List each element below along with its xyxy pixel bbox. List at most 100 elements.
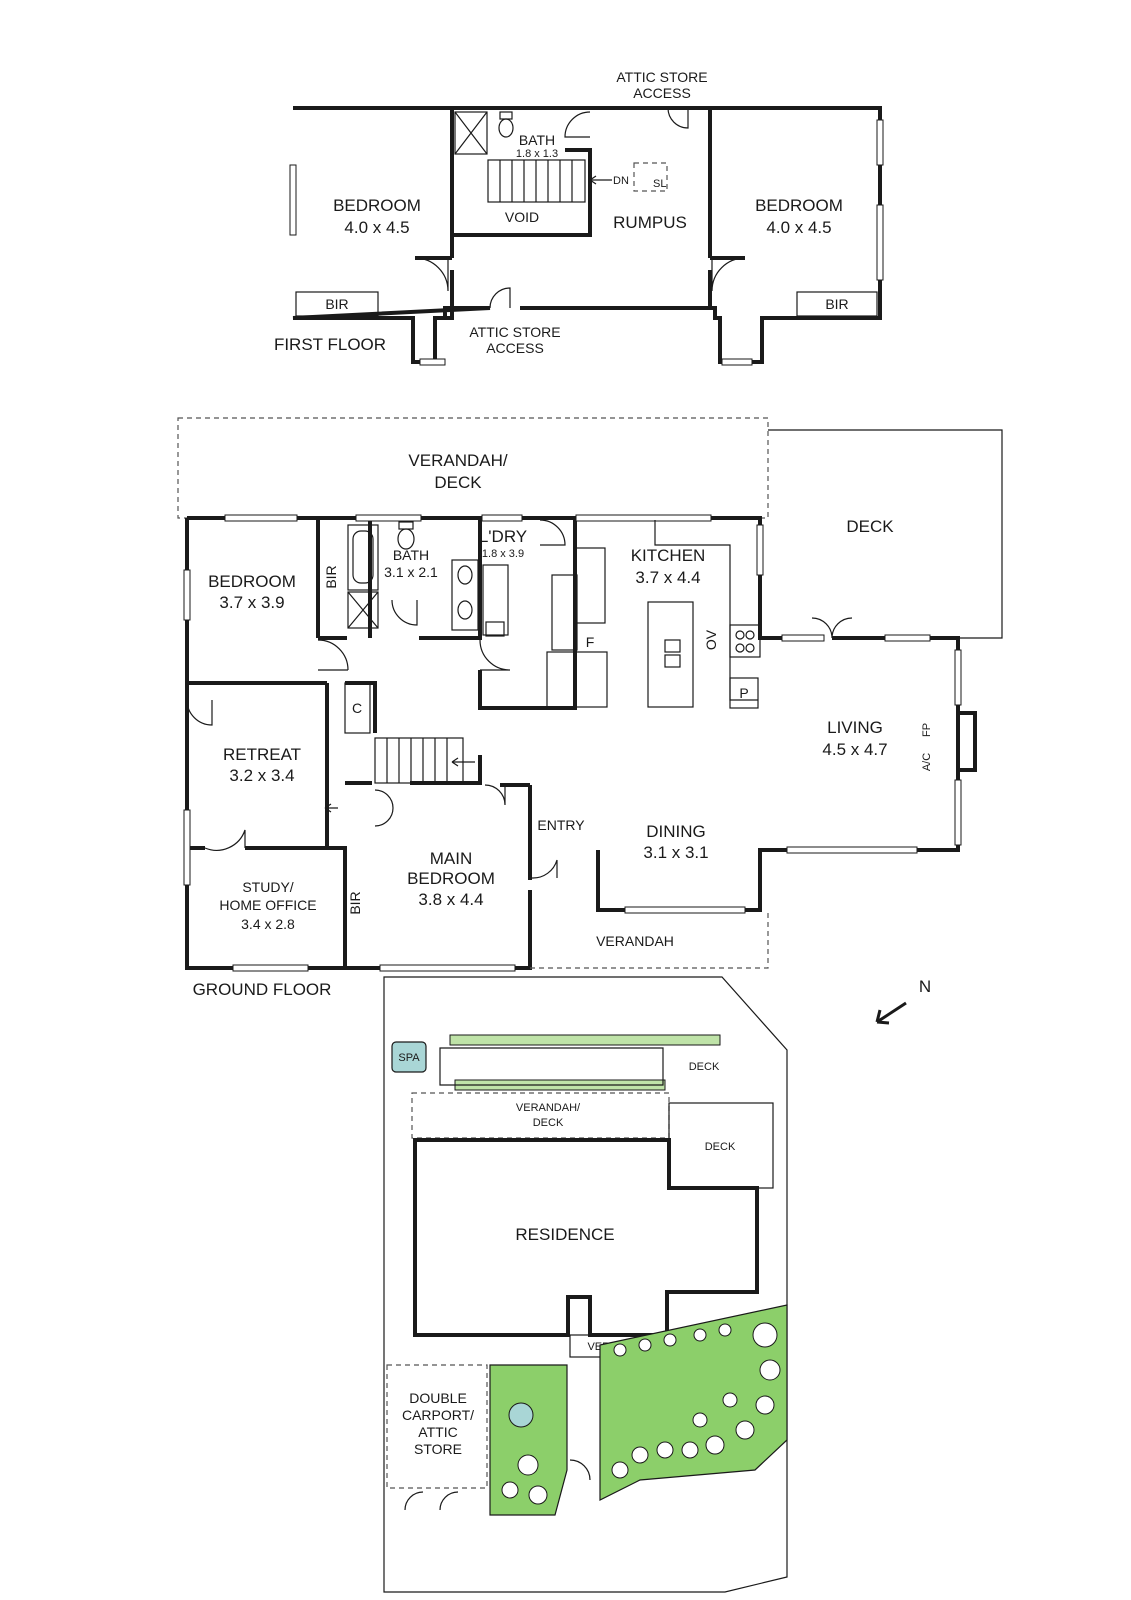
bedroom-left-name: BEDROOM [333, 196, 421, 215]
laundry-size: 1.8 x 3.9 [482, 548, 524, 560]
toilet-icon [397, 521, 415, 550]
verandah-deck-line2: DECK [434, 473, 482, 492]
skylight-icon [633, 162, 668, 192]
shower-icon [454, 111, 488, 155]
north-label: N [919, 977, 931, 996]
kitchen-fixtures [546, 520, 761, 709]
first-floor-plan: BEDROOM 4.0 x 4.5 BEDROOM 4.0 x 4.5 BATH… [274, 69, 884, 366]
main-bedroom-door [484, 784, 506, 806]
pantry-label: P [739, 685, 748, 701]
cupboard-box [344, 682, 371, 734]
laundry-door [539, 519, 566, 546]
window [884, 634, 931, 642]
bir-right-label: BIR [825, 296, 848, 312]
entry-door [531, 859, 558, 879]
fp-label: FP [921, 723, 933, 737]
oven-label: OV [703, 629, 719, 650]
attic-hatch-top [667, 107, 689, 129]
bathtub-icon [347, 524, 379, 591]
first-floor-title: FIRST FLOOR [274, 335, 386, 354]
site-verandah-deck-line2: DECK [533, 1117, 564, 1129]
laundry-door-2 [479, 639, 511, 671]
staircase [374, 737, 475, 784]
bedroom-left-door [414, 257, 449, 292]
toilet-icon [498, 111, 514, 138]
dining-name: DINING [646, 822, 706, 841]
ground-floor-title: GROUND FLOOR [193, 980, 332, 999]
window [876, 204, 884, 281]
pantry-box [729, 677, 759, 709]
ground-floor-plan: VERANDAH/ DECK DECK BEDROOM 3.7 x 3.9 BI… [177, 417, 1003, 999]
cupboard-label: C [352, 700, 362, 716]
bedroom-right-size: 4.0 x 4.5 [766, 218, 831, 237]
window [419, 358, 446, 366]
carport-line1: DOUBLE [409, 1390, 467, 1406]
verandah-deck-line1: VERANDAH/ [408, 451, 507, 470]
stair-void [487, 159, 586, 203]
spa [391, 1041, 427, 1073]
living-deck-doors [811, 617, 853, 639]
entry-label: ENTRY [537, 817, 585, 833]
attic-top-line2: ACCESS [633, 85, 691, 101]
bedroom-right-name: BEDROOM [755, 196, 843, 215]
courtyard-outline [439, 1047, 664, 1086]
study-size: 3.4 x 2.8 [241, 916, 295, 932]
retreat-door [186, 699, 213, 726]
garden-gate [569, 1459, 591, 1481]
dining-size: 3.1 x 3.1 [643, 843, 708, 862]
ground-floor-interior-walls [187, 520, 762, 968]
garden-left [489, 1364, 568, 1516]
study-line2: HOME OFFICE [219, 897, 316, 913]
bir-left [295, 291, 379, 317]
laundry-sink-icon [482, 564, 509, 637]
attic-top-line1: ATTIC STORE [616, 69, 707, 85]
bir-left-label: BIR [325, 296, 348, 312]
attic-bottom-line2: ACCESS [486, 340, 544, 356]
site-deck-top-label: DECK [689, 1061, 720, 1073]
retreat-size: 3.2 x 3.4 [229, 766, 294, 785]
fridge-label: F [586, 634, 595, 650]
dn-label: DN [613, 175, 629, 187]
main-bedroom-line2: BEDROOM [407, 869, 495, 888]
window [481, 514, 523, 522]
carport-line2: CARPORT/ [402, 1407, 474, 1423]
arrow-icon [324, 803, 338, 813]
fireplace [958, 711, 977, 772]
up-arrow-icon [451, 757, 475, 767]
sl-label: SL [653, 178, 666, 190]
window [232, 964, 309, 972]
window [721, 358, 753, 366]
main-bedroom-size: 3.8 x 4.4 [418, 890, 483, 909]
deck-label: DECK [846, 517, 894, 536]
window [786, 846, 918, 854]
site-plan: SPA VERANDAH/ DECK DECK DECK RESIDENCE V… [383, 976, 788, 1593]
study-door [204, 829, 246, 851]
attic-hatch-bottom [489, 287, 511, 309]
window [954, 779, 962, 846]
shower-icon [347, 591, 379, 629]
gate-doors [404, 1491, 459, 1511]
site-verandah-deck-line1: VERANDAH/ [516, 1102, 581, 1114]
attic-bottom-line1: ATTIC STORE [469, 324, 560, 340]
residence-label: RESIDENCE [515, 1225, 614, 1244]
main-bedroom-line1: MAIN [430, 849, 473, 868]
window [183, 569, 191, 621]
window [224, 514, 298, 522]
bedroom-name: BEDROOM [208, 572, 296, 591]
bath-size: 3.1 x 2.1 [384, 564, 438, 580]
birdbath-icon [508, 1402, 534, 1428]
bedroom-right-door [711, 257, 746, 292]
bir-doors [374, 789, 394, 827]
window [624, 906, 746, 914]
spa-label: SPA [398, 1052, 420, 1064]
door [317, 639, 349, 671]
bath-name: BATH [519, 132, 555, 148]
carport-line3: ATTIC [418, 1424, 457, 1440]
hedge-row [449, 1034, 721, 1046]
bedroom-size: 3.7 x 3.9 [219, 593, 284, 612]
void-label: VOID [505, 209, 539, 225]
bath-door [564, 111, 591, 138]
bir-bottom-label: BIR [347, 891, 363, 914]
down-arrow-icon [589, 175, 612, 185]
bir-right [796, 291, 878, 317]
